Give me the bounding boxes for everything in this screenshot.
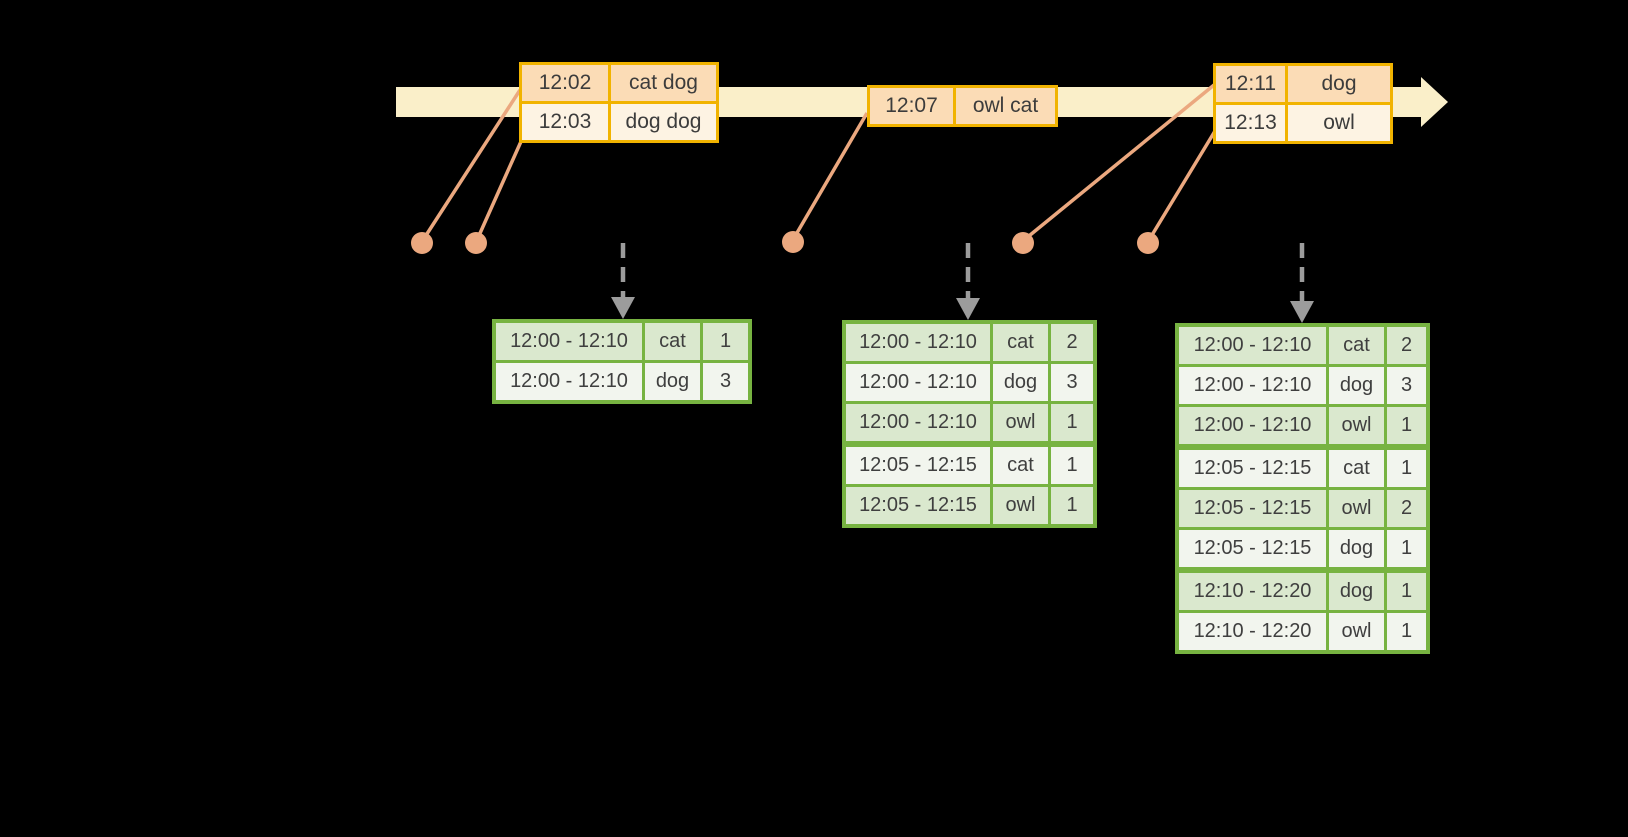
event-words-cell: dog dog — [608, 101, 719, 143]
word-cell: dog — [1326, 527, 1387, 572]
event-words-cell: cat dog — [608, 62, 719, 104]
event-connector-line — [1147, 130, 1217, 241]
result-table-1: 12:00 - 12:10 cat 1 12:00 - 12:10 dog 3 — [492, 319, 752, 404]
count-cell: 1 — [1048, 484, 1097, 528]
count-cell: 2 — [1384, 487, 1430, 530]
result-row: 12:00 - 12:10 owl 1 — [842, 401, 1097, 446]
window-cell: 12:00 - 12:10 — [1175, 404, 1329, 449]
count-cell: 2 — [1048, 320, 1097, 364]
trigger-arrowhead-icon — [611, 297, 635, 319]
window-cell: 12:05 - 12:15 — [1175, 527, 1329, 572]
event-row: 12:13 owl — [1213, 102, 1393, 144]
word-cell: dog — [1326, 567, 1387, 613]
word-cell: cat — [1326, 444, 1387, 490]
count-cell: 1 — [1384, 567, 1430, 613]
event-marker-dots — [411, 231, 1159, 254]
word-cell: owl — [990, 484, 1051, 528]
event-connector-line — [475, 136, 525, 241]
event-words-cell: owl cat — [953, 85, 1058, 127]
word-cell: dog — [1326, 364, 1387, 407]
count-cell: 1 — [1384, 444, 1430, 490]
event-connector-line — [792, 112, 869, 239]
window-cell: 12:00 - 12:10 — [1175, 364, 1329, 407]
event-time-cell: 12:13 — [1213, 102, 1288, 144]
count-cell: 1 — [700, 319, 752, 363]
count-cell: 3 — [1048, 361, 1097, 404]
window-cell: 12:00 - 12:10 — [1175, 323, 1329, 367]
window-cell: 12:10 - 12:20 — [1175, 567, 1329, 613]
event-table-2: 12:07 owl cat — [867, 85, 1058, 127]
result-row: 12:05 - 12:15 owl 1 — [842, 484, 1097, 528]
event-time-cell: 12:07 — [867, 85, 956, 127]
event-table-3: 12:11 dog 12:13 owl — [1213, 63, 1393, 144]
window-cell: 12:00 - 12:10 — [842, 320, 993, 364]
result-row: 12:00 - 12:10 cat 1 — [492, 319, 752, 363]
event-row: 12:02 cat dog — [519, 62, 719, 104]
window-cell: 12:05 - 12:15 — [1175, 487, 1329, 530]
result-row: 12:00 - 12:10 cat 2 — [1175, 323, 1430, 367]
result-row: 12:05 - 12:15 owl 2 — [1175, 487, 1430, 530]
word-cell: owl — [1326, 487, 1387, 530]
word-cell: cat — [990, 320, 1051, 364]
result-row: 12:00 - 12:10 owl 1 — [1175, 404, 1430, 449]
result-table-2: 12:00 - 12:10 cat 2 12:00 - 12:10 dog 3 … — [842, 320, 1097, 528]
window-cell: 12:00 - 12:10 — [842, 361, 993, 404]
result-row: 12:00 - 12:10 dog 3 — [492, 360, 752, 404]
result-row: 12:00 - 12:10 cat 2 — [842, 320, 1097, 364]
trigger-arrowhead-icon — [1290, 301, 1314, 323]
word-cell: dog — [990, 361, 1051, 404]
word-cell: owl — [1326, 404, 1387, 449]
event-marker-dot — [782, 231, 804, 253]
result-row: 12:05 - 12:15 cat 1 — [1175, 444, 1430, 490]
result-row: 12:00 - 12:10 dog 3 — [842, 361, 1097, 404]
event-row: 12:07 owl cat — [867, 85, 1058, 127]
event-row: 12:11 dog — [1213, 63, 1393, 105]
word-cell: cat — [642, 319, 703, 363]
trigger-arrowhead-icon — [956, 298, 980, 320]
result-table-3: 12:00 - 12:10 cat 2 12:00 - 12:10 dog 3 … — [1175, 323, 1430, 654]
window-cell: 12:00 - 12:10 — [842, 401, 993, 446]
window-cell: 12:10 - 12:20 — [1175, 610, 1329, 654]
word-cell: owl — [1326, 610, 1387, 654]
event-table-1: 12:02 cat dog 12:03 dog dog — [519, 62, 719, 143]
event-marker-dot — [1012, 232, 1034, 254]
word-cell: owl — [990, 401, 1051, 446]
window-cell: 12:00 - 12:10 — [492, 319, 645, 363]
window-cell: 12:00 - 12:10 — [492, 360, 645, 404]
result-row: 12:05 - 12:15 cat 1 — [842, 441, 1097, 487]
result-row: 12:10 - 12:20 owl 1 — [1175, 610, 1430, 654]
word-cell: cat — [990, 441, 1051, 487]
event-time-cell: 12:11 — [1213, 63, 1288, 105]
count-cell: 1 — [1048, 441, 1097, 487]
result-row: 12:10 - 12:20 dog 1 — [1175, 567, 1430, 613]
result-row: 12:05 - 12:15 dog 1 — [1175, 527, 1430, 572]
event-row: 12:03 dog dog — [519, 101, 719, 143]
count-cell: 1 — [1384, 404, 1430, 449]
count-cell: 1 — [1384, 610, 1430, 654]
count-cell: 3 — [1384, 364, 1430, 407]
window-cell: 12:05 - 12:15 — [842, 484, 993, 528]
window-cell: 12:05 - 12:15 — [842, 441, 993, 487]
event-marker-dot — [411, 232, 433, 254]
count-cell: 2 — [1384, 323, 1430, 367]
result-row: 12:00 - 12:10 dog 3 — [1175, 364, 1430, 407]
word-cell: cat — [1326, 323, 1387, 367]
event-time-cell: 12:02 — [519, 62, 611, 104]
word-cell: dog — [642, 360, 703, 404]
window-cell: 12:05 - 12:15 — [1175, 444, 1329, 490]
event-time-cell: 12:03 — [519, 101, 611, 143]
event-words-cell: dog — [1285, 63, 1393, 105]
count-cell: 3 — [700, 360, 752, 404]
count-cell: 1 — [1048, 401, 1097, 446]
event-marker-dot — [465, 232, 487, 254]
event-marker-dot — [1137, 232, 1159, 254]
count-cell: 1 — [1384, 527, 1430, 572]
trigger-arrow-stems — [620, 243, 1305, 303]
timeline-arrowhead-icon — [1421, 77, 1448, 127]
event-words-cell: owl — [1285, 102, 1393, 144]
